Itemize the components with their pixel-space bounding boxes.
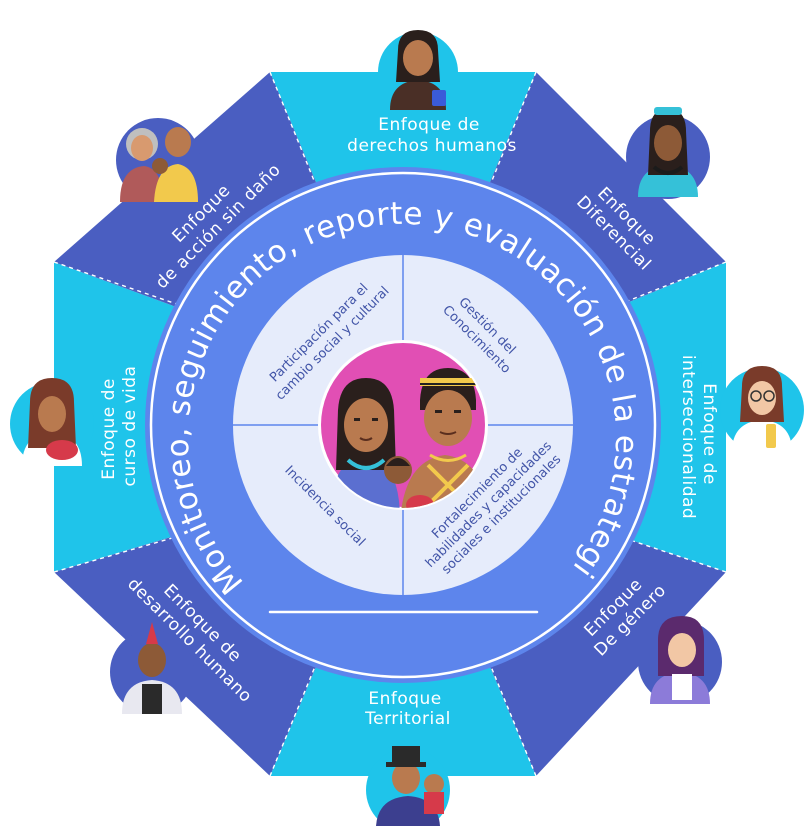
label-interseccionalidad-line-1: Enfoque de: [699, 383, 719, 485]
woman-purple-hair-icon: [638, 616, 722, 704]
label-derechos-humanos-line-2: derechos humanos: [347, 136, 517, 156]
label-derechos-humanos: Enfoque de derechos humanos: [347, 115, 517, 156]
grandparents-with-child-icon: [116, 118, 200, 202]
man-mohawk-icon: [110, 622, 194, 714]
label-derechos-humanos-line-1: Enfoque de: [378, 115, 480, 135]
woman-with-braids-icon: [378, 30, 458, 110]
label-territorial-line-1: Enfoque: [368, 689, 441, 709]
indigenous-family-icon: [318, 340, 488, 510]
label-curso-de-vida-line-1: Enfoque de: [99, 378, 119, 480]
label-territorial: Enfoque Territorial: [364, 689, 451, 729]
label-curso-de-vida-line-2: curso de vida: [120, 366, 140, 487]
label-territorial-line-2: Territorial: [364, 709, 451, 729]
ring-outline: [149, 171, 657, 679]
label-interseccionalidad-line-2: interseccionalidad: [678, 355, 698, 519]
woman-with-glasses-icon: [720, 366, 804, 452]
woman-with-baby-icon: [10, 378, 94, 466]
label-curso-de-vida: Enfoque de curso de vida: [99, 366, 140, 487]
label-interseccionalidad: Enfoque de interseccionalidad: [678, 355, 719, 519]
indigenous-woman-icon: [626, 107, 710, 199]
man-with-hat-and-child-icon: [366, 746, 450, 826]
